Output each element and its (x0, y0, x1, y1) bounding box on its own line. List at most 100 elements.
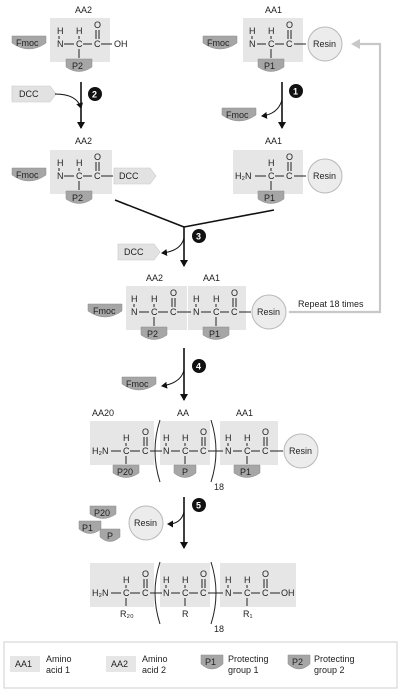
p1-label: P1 (264, 193, 275, 203)
deprotected-peptide-resin: AA20 AA AA1 H₂N C H C O N H C H C O 18 N (90, 408, 319, 492)
p2-label: P2 (72, 193, 83, 203)
atom-h: H (57, 158, 64, 168)
atom-n: N (225, 588, 232, 598)
atom-c: C (170, 307, 177, 317)
fmoc-group (11, 167, 47, 182)
dcc-label: DCC (19, 89, 39, 99)
aa-label: AA (177, 408, 189, 418)
aa2-box (126, 286, 187, 330)
atom-c: C (142, 446, 149, 456)
atom-h2n: H₂N (92, 588, 109, 598)
atom-c: C (268, 39, 275, 49)
aa1-label: AA1 (265, 5, 282, 15)
atom-h: H (268, 158, 275, 168)
resin-bead (128, 505, 164, 541)
p20-group (112, 464, 140, 478)
atom-r20: R₂₀ (120, 609, 134, 619)
step-4-number: 4 (196, 362, 201, 372)
atom-c: C (151, 307, 158, 317)
dcc-label: DCC (119, 171, 139, 181)
atom-r1: R₁ (243, 609, 253, 619)
atom-c: C (182, 588, 189, 598)
repeat-arrow (289, 39, 382, 314)
aa1-label: AA1 (236, 408, 253, 418)
atom-o: O (286, 20, 293, 30)
p20-label: P20 (94, 508, 110, 518)
fmoc-aa2-acid: AA2 Fmoc N H C H C O OH P2 (11, 5, 128, 72)
p1-group (257, 190, 285, 204)
atom-h: H (213, 294, 220, 304)
resin-label: Resin (313, 39, 336, 49)
atom-h: H (76, 158, 83, 168)
atom-n: N (163, 588, 170, 598)
legend-text: Amino (142, 654, 168, 664)
atom-c: C (76, 39, 83, 49)
atom-c: C (231, 307, 238, 317)
atom-h: H (225, 433, 232, 443)
legend-text: Protecting (314, 654, 355, 664)
atom-c: C (94, 39, 101, 49)
aa1-box (233, 150, 303, 194)
atom-c: C (262, 446, 269, 456)
step-3-badge (192, 229, 206, 243)
p2-group (65, 58, 93, 72)
fmoc-label: Fmoc (126, 379, 149, 389)
p1-group (257, 58, 285, 72)
resin-bead (307, 26, 343, 62)
step-5-number: 5 (196, 501, 201, 511)
atom-h: H (151, 294, 158, 304)
h2n-aa1-resin: AA1 H₂N C H C O Resin P1 (233, 136, 343, 204)
atom-h: H (182, 575, 189, 585)
fmoc-aa2-dcc: AA2 Fmoc N H C H C O DCC P2 (11, 136, 157, 204)
atom-h: H (244, 575, 251, 585)
step-3-coupling: 3 DCC (114, 199, 275, 267)
atom-n: N (57, 39, 64, 49)
atom-h: H (268, 26, 275, 36)
step-4-deprotection: 4 Fmoc (121, 348, 206, 401)
atom-c: C (244, 588, 251, 598)
atom-c: C (286, 39, 293, 49)
dcc-tag (11, 85, 57, 103)
legend-frame (3, 641, 398, 689)
atom-o: O (286, 152, 293, 162)
atom-h: H (123, 575, 130, 585)
atom-n: N (57, 171, 64, 181)
legend-key: AA1 (15, 659, 32, 669)
fmoc-group (221, 107, 257, 122)
fmoc-label: Fmoc (207, 38, 230, 48)
legend-key: P1 (205, 657, 216, 667)
fmoc-label: Fmoc (16, 170, 39, 180)
legend-text: acid 1 (46, 665, 70, 675)
aa20-label: AA20 (92, 408, 114, 418)
atom-c: C (262, 588, 269, 598)
atom-c: C (200, 446, 207, 456)
p2-group (65, 190, 93, 204)
atom-o: O (200, 427, 207, 437)
dcc-tag (113, 167, 157, 185)
p2-group (140, 326, 168, 340)
p-label: P (107, 531, 113, 541)
step-2-badge (88, 87, 102, 101)
atom-c: C (182, 446, 189, 456)
atom-n: N (193, 307, 200, 317)
fmoc-label: Fmoc (16, 38, 39, 48)
atom-h: H (57, 26, 64, 36)
free-peptide: H₂N C H R₂₀ C O N H C H R C O 18 N H C (90, 561, 296, 634)
atom-c: C (213, 307, 220, 317)
legend-key: P2 (292, 657, 303, 667)
resin-label: Resin (134, 518, 157, 528)
atom-n: N (131, 307, 138, 317)
atom-oh: OH (114, 39, 128, 49)
resin-label: Resin (289, 446, 312, 456)
resin-bead (251, 294, 287, 330)
step-1-number: 1 (293, 87, 298, 97)
atom-c: C (286, 171, 293, 181)
step-3-number: 3 (196, 232, 201, 242)
p1-label: P1 (209, 329, 220, 339)
p1-group (233, 464, 261, 478)
atom-o: O (200, 569, 207, 579)
repeat-label: Repeat 18 times (298, 299, 364, 309)
atom-o: O (94, 20, 101, 30)
aa2-label: AA2 (75, 136, 92, 146)
